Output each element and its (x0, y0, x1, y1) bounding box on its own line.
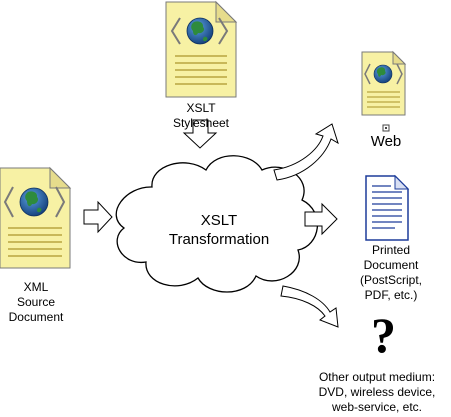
stylesheet-label-line2: Stylesheet (172, 116, 230, 130)
printed-document-icon (365, 174, 410, 241)
arrow-transform-to-printed (304, 202, 338, 236)
arrow-transform-to-web (273, 123, 339, 181)
stylesheet-label-line1: XSLT (186, 101, 216, 115)
printed-label-line4: PDF, etc.) (364, 288, 418, 302)
arrow-stylesheet-to-transform (182, 119, 218, 149)
web-label: Web (358, 134, 414, 149)
arrow-transform-to-other (280, 285, 339, 328)
other-label-line3: web-service, etc. (331, 400, 423, 414)
source-label-line2: Source (16, 295, 56, 309)
web-label-text: Web (370, 133, 402, 150)
transformation-cloud (115, 155, 318, 293)
question-mark-icon: ? (371, 307, 396, 363)
other-label: Other output medium: DVD, wireless devic… (302, 370, 451, 415)
transformation-label: XSLT Transformation (134, 211, 304, 249)
printed-label-line1: Printed (371, 243, 411, 257)
other-label-line1: Other output medium: (318, 370, 436, 384)
source-document-icon (0, 166, 72, 269)
printed-label: Printed Document (PostScript, PDF, etc.) (348, 243, 434, 303)
printed-label-line3: (PostScript, (359, 273, 422, 287)
arrow-source-to-transform (83, 200, 113, 234)
printed-label-line2: Document (363, 258, 419, 272)
source-label-line1: XML (23, 280, 49, 294)
other-label-line2: DVD, wireless device, (318, 385, 436, 399)
web-page-icon (361, 50, 407, 116)
stylesheet-label: XSLT Stylesheet (166, 101, 236, 131)
transformation-label-line2: Transformation (168, 231, 270, 248)
transformation-label-line1: XSLT (200, 212, 238, 229)
source-label-line3: Document (8, 310, 64, 324)
source-label: XML Source Document (0, 280, 74, 325)
stylesheet-document-icon (165, 0, 238, 98)
